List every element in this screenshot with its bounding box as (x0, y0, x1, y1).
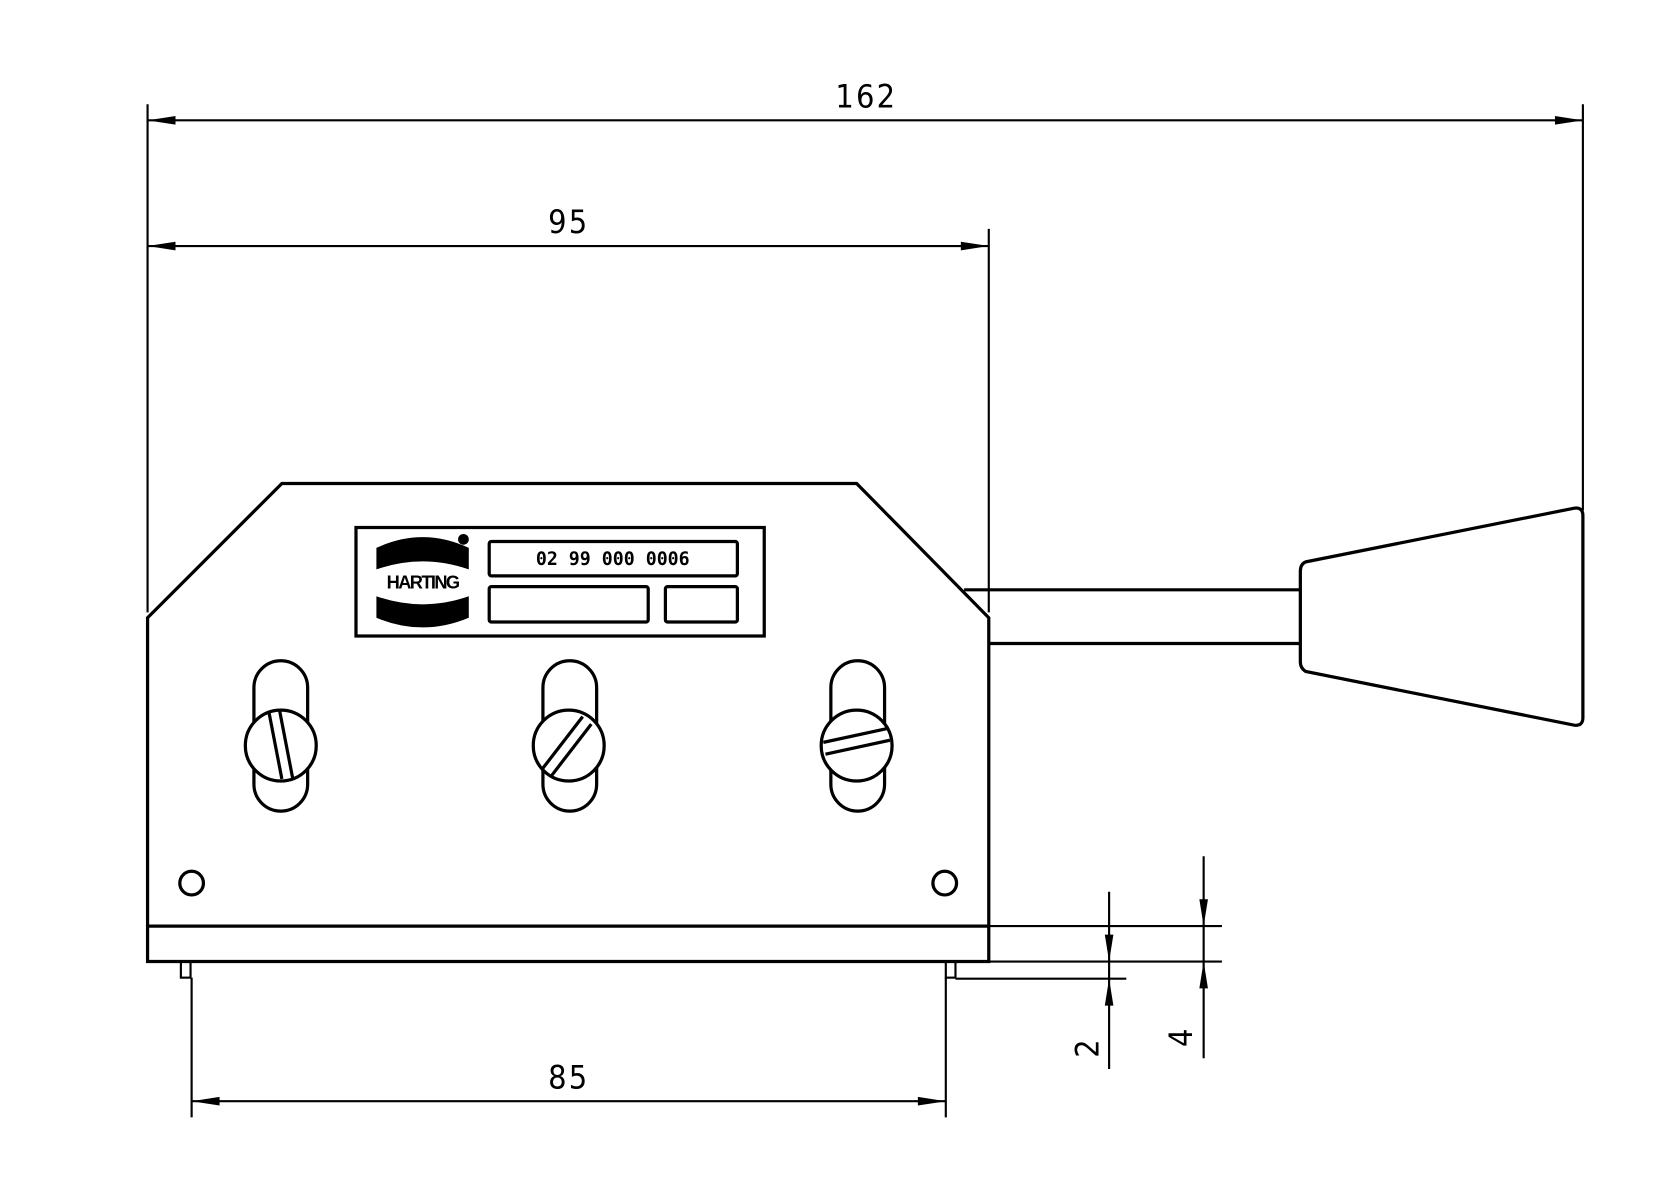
part-number: 02 99 000 0006 (536, 549, 690, 570)
switch-housing (145, 481, 991, 979)
dimension-mounting-pitch: 85 (190, 977, 947, 1118)
dimension-label-162: 162 (835, 77, 897, 115)
adjuster-slot-left (243, 659, 318, 813)
nameplate: HARTING 02 99 000 0006 (354, 525, 766, 638)
mounting-hole-right (931, 869, 959, 897)
mounting-hole-left (178, 869, 206, 897)
svg-text:HARTING: HARTING (387, 572, 460, 593)
dimension-label-95: 95 (548, 203, 589, 241)
dimension-label-85: 85 (548, 1058, 589, 1096)
dimension-pin-and-base: 2 4 (955, 856, 1222, 1069)
dimension-label-2: 2 (1068, 1037, 1106, 1058)
operating-lever (964, 506, 1585, 727)
dimension-label-4: 4 (1162, 1026, 1200, 1047)
dimension-overall-width: 162 (146, 77, 1584, 613)
harting-logo: HARTING (376, 533, 469, 628)
adjuster-slot-right (819, 659, 894, 813)
adjuster-slot-middle (531, 659, 606, 813)
dimension-housing-width: 95 (147, 203, 990, 613)
